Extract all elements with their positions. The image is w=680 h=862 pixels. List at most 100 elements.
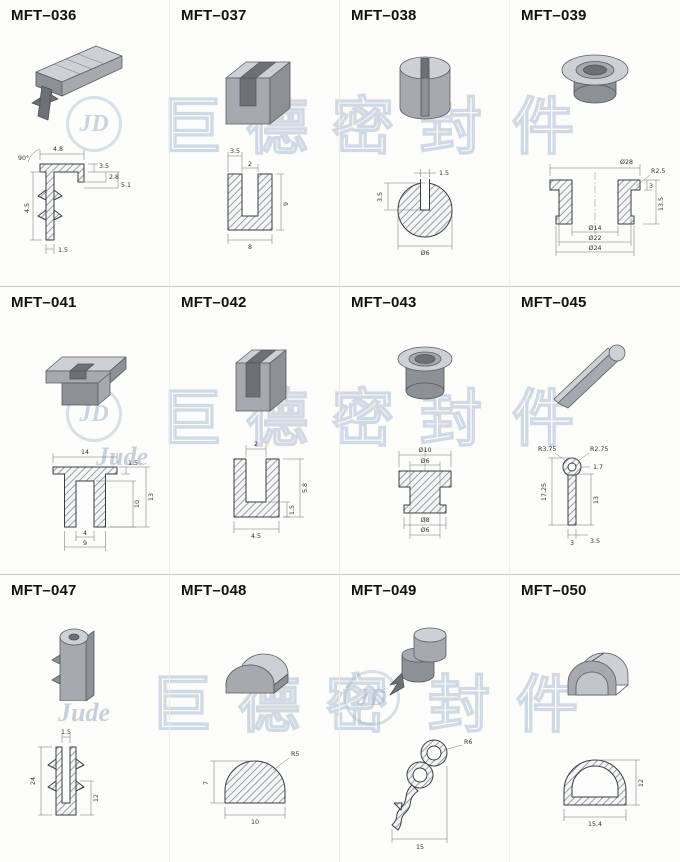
part-section-drawing: R5 7 10: [203, 751, 299, 826]
dim-label: R2.5: [651, 168, 665, 175]
dim-label: 3.5: [99, 163, 109, 170]
dim-label: 3: [649, 183, 653, 190]
jude-logo-badge: JD: [344, 670, 400, 726]
dim-label: 13.5: [658, 197, 665, 211]
part-3d-render: [389, 627, 447, 696]
watermark-char: 巨: [149, 668, 213, 741]
part-cell-mft-047: MFT–047 1.5 24 12: [0, 575, 170, 862]
dim-label: 13: [148, 493, 155, 501]
dim-label: 15.4: [588, 821, 602, 828]
dim-label: 13: [593, 496, 600, 504]
part-section-drawing: 3.5 2 8 9: [227, 148, 290, 251]
dim-label: 1.5: [128, 460, 138, 467]
part-3d-render: [553, 344, 626, 409]
dim-label: 3: [570, 540, 574, 547]
dim-label: 2: [254, 441, 258, 448]
part-cell-mft-042: MFT–042 2 5.8 1.5 4.5: [170, 287, 340, 575]
dim-label: 3.5: [590, 538, 600, 545]
watermark-char: 封: [427, 668, 491, 741]
part-section-drawing: R6 15: [391, 739, 472, 851]
dim-label: 4.5: [251, 533, 261, 540]
dim-label: R2.75: [590, 446, 608, 453]
part-section-drawing: 14 1.5 10 13 4 9: [52, 449, 155, 551]
part-3d-render: [51, 628, 95, 701]
dim-label: 3.5: [230, 148, 240, 155]
part-cell-mft-048: MFT–048 R5 7 10: [170, 575, 340, 862]
part-section-drawing: 1.5 3.5 Ø6: [377, 169, 453, 257]
watermark-char: 件: [511, 90, 575, 163]
part-number: MFT–047: [11, 582, 77, 599]
part-3d-render: [225, 61, 291, 125]
dim-label: Ø6: [421, 249, 430, 257]
dim-label: 4: [83, 530, 87, 537]
part-section-drawing: 90° 4.8 3.5 2.8 5.1 4.5 1.5: [18, 146, 131, 254]
dim-label: 15: [416, 844, 424, 851]
dim-label: R3.75: [538, 446, 556, 453]
part-number: MFT–050: [521, 582, 587, 599]
part-cell-mft-039: MFT–039 Ø28 R2.5 13.5 3: [510, 0, 680, 287]
dim-label: 4.8: [53, 146, 63, 153]
part-cell-mft-037: MFT–037 3.5 2 8 9: [170, 0, 340, 287]
part-section-drawing: Ø28 R2.5 13.5 3 Ø14 Ø22 Ø24: [549, 158, 665, 256]
part-cell-mft-049: MFT–049 R6 15: [340, 575, 510, 862]
dim-label: 24: [30, 777, 37, 785]
part-cell-mft-043: MFT–043 Ø10 Ø6 Ø8 Ø6: [340, 287, 510, 575]
dim-label: 17.25: [541, 483, 548, 501]
part-3d-render: [567, 652, 629, 696]
dim-label: R6: [464, 739, 472, 746]
part-section-drawing: 2 5.8 1.5 4.5: [233, 441, 309, 540]
dim-label: Ø28: [620, 158, 633, 166]
part-number: MFT–048: [181, 582, 247, 599]
part-cell-mft-041: MFT–041 14 1.5 10 13 4: [0, 287, 170, 575]
dim-label: Ø10: [419, 446, 432, 454]
dim-label: Ø6: [421, 457, 430, 465]
dim-label: 1.5: [439, 170, 449, 177]
part-number: MFT–043: [351, 294, 417, 311]
watermark-char: 密: [325, 668, 389, 741]
part-number: MFT–045: [521, 294, 587, 311]
part-section-drawing: 12 15.4: [563, 759, 645, 828]
dim-label: 2: [248, 161, 252, 168]
part-cell-mft-038: MFT–038 1.5 3.5 Ø6: [340, 0, 510, 287]
dim-label: 8: [248, 244, 252, 251]
dim-label: Ø8: [421, 516, 430, 524]
part-section-drawing: 1.5 24 12: [30, 729, 100, 816]
part-cell-mft-036: MFT–036 90°: [0, 0, 170, 287]
part-3d-render: [399, 56, 451, 120]
watermark-char: 密: [331, 90, 395, 163]
dim-label: 12: [93, 794, 100, 802]
dim-label: 1.5: [61, 729, 71, 736]
part-section-drawing: Ø10 Ø6 Ø8 Ø6: [398, 446, 452, 539]
dim-label: Ø6: [421, 526, 430, 534]
dim-label: 3.5: [377, 192, 384, 202]
jude-script: Jude: [58, 698, 110, 727]
dim-label: 4.5: [24, 203, 31, 213]
part-number: MFT–042: [181, 294, 247, 311]
dim-label: 10: [251, 819, 259, 826]
part-number: MFT–041: [11, 294, 77, 311]
dim-label: R5: [291, 751, 299, 758]
part-3d-render: [397, 346, 453, 400]
part-number: MFT–039: [521, 7, 587, 24]
dim-label: 5.1: [121, 182, 131, 189]
part-cell-mft-045: MFT–045 R3.75 R2.75 1.7 17.25 13 3: [510, 287, 680, 575]
dim-label: 9: [283, 202, 290, 206]
part-3d-render: [235, 349, 287, 412]
part-cell-mft-050: MFT–050 12 15.4: [510, 575, 680, 862]
part-number: MFT–037: [181, 7, 247, 24]
dim-label: 12: [638, 779, 645, 787]
dim-label: 1.7: [593, 464, 603, 471]
jude-logo-badge: JD: [66, 386, 122, 442]
jude-script: Jude: [96, 442, 148, 471]
dim-label: 5.8: [302, 483, 309, 493]
dim-label: Ø24: [589, 244, 602, 252]
part-3d-render: [45, 356, 127, 406]
dim-label: 10: [134, 500, 141, 508]
dim-label: 90°: [18, 154, 29, 162]
part-3d-render: [225, 653, 289, 694]
dim-label: 1.5: [289, 505, 296, 515]
dim-label: 9: [83, 540, 87, 547]
dim-label: 2.8: [109, 174, 119, 181]
